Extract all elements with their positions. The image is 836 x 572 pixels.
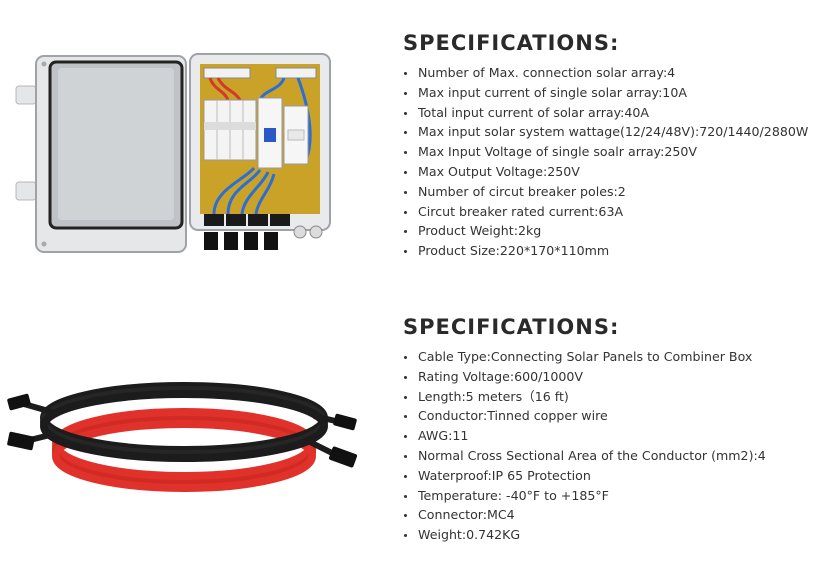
spec-item: Product Weight:2kg [403,221,808,241]
solar-cable-image [7,382,358,492]
spec-item: AWG:11 [403,426,766,446]
spec-item: Max Input Voltage of single soalr array:… [403,142,808,162]
spec-item: Circut breaker rated current:63A [403,202,808,222]
spec-item: Product Size:220*170*110mm [403,241,808,261]
spec-list: Number of Max. connection solar array:4 … [403,63,808,261]
spec-item: Rating Voltage:600/1000V [403,367,766,387]
spec-item: Weight:0.742KG [403,525,766,545]
specifications-block: SPECIFICATIONS: Number of Max. connectio… [403,31,808,261]
spec-item: Length:5 meters（16 ft) [403,387,766,407]
spec-item: Max Output Voltage:250V [403,162,808,182]
spec-list: Cable Type:Connecting Solar Panels to Co… [403,347,766,545]
spec-item: Conductor:Tinned copper wire [403,406,766,426]
spec-item: Normal Cross Sectional Area of the Condu… [403,446,766,466]
combiner-box-section: SPECIFICATIONS: Number of Max. connectio… [15,31,808,261]
spec-item: Waterproof:IP 65 Protection [403,466,766,486]
spec-item: Number of Max. connection solar array:4 [403,63,808,83]
spec-item: Temperature: -40°F to +185°F [403,486,766,506]
specifications-block: SPECIFICATIONS: Cable Type:Connecting So… [403,315,766,545]
specifications-heading: SPECIFICATIONS: [403,315,620,339]
specifications-heading: SPECIFICATIONS: [403,31,620,55]
spec-item: Max input current of single solar array:… [403,83,808,103]
spec-item: Connector:MC4 [403,505,766,525]
cable-section: SPECIFICATIONS: Cable Type:Connecting So… [0,286,836,572]
spec-item: Total input current of solar array:40A [403,103,808,123]
spec-item: Number of circut breaker poles:2 [403,182,808,202]
combiner-box-image [15,53,331,253]
spec-item: Cable Type:Connecting Solar Panels to Co… [403,347,766,367]
spec-item: Max input solar system wattage(12/24/48V… [403,122,808,142]
